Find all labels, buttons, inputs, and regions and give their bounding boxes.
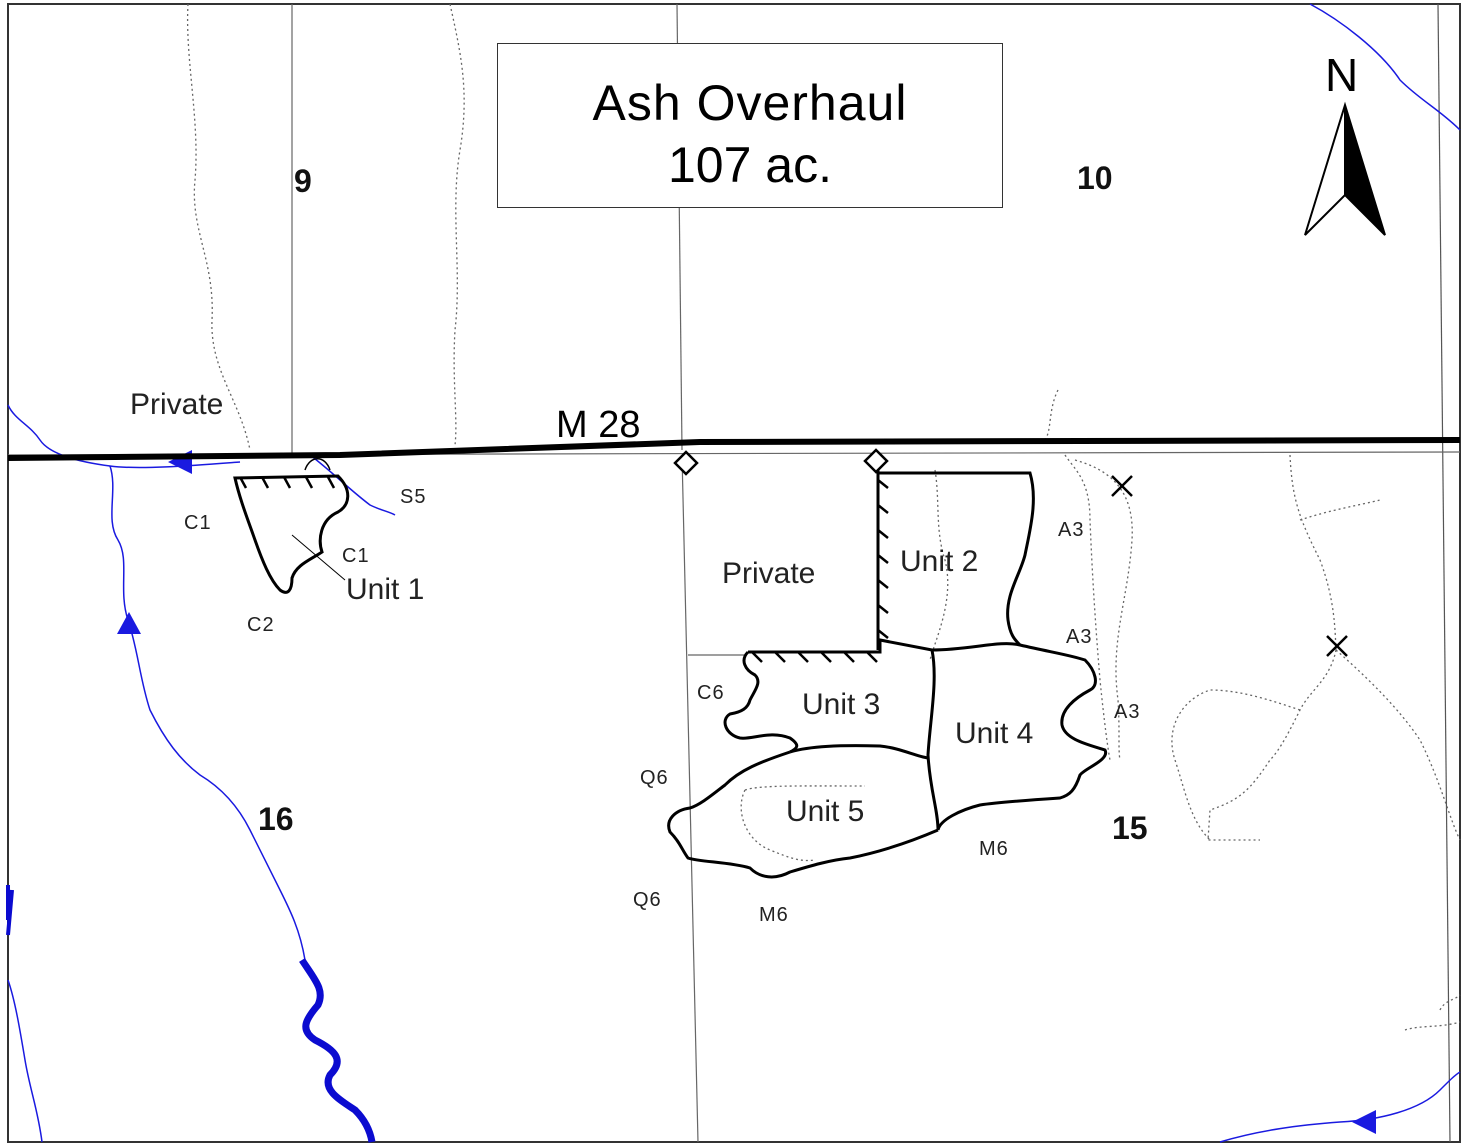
x-marker-icon: [1326, 635, 1348, 657]
river-edge: [6, 885, 14, 936]
code-label: M6: [759, 904, 789, 926]
x-marker-icon: [1111, 475, 1133, 497]
code-label: M6: [979, 838, 1009, 860]
unit-2-label: Unit 2: [900, 545, 979, 578]
road-m28: [7, 437, 1461, 461]
code-label: C1: [184, 512, 212, 534]
code-label: A3: [1066, 626, 1093, 648]
code-label: Q6: [640, 767, 669, 789]
code-label: Q6: [633, 889, 662, 911]
private-hatch: [877, 479, 889, 639]
junction-diamond-icon: [673, 450, 699, 476]
section-number: 15: [1112, 810, 1148, 846]
unit-3-hatch: [751, 651, 878, 663]
private-label: Private: [722, 557, 816, 590]
unit-4-label: Unit 4: [955, 717, 1034, 750]
section-number: 9: [294, 163, 312, 199]
river: [299, 958, 376, 1143]
code-label: C2: [247, 614, 275, 636]
unit-1-boundary: [233, 474, 350, 594]
unit-2-boundary: [878, 471, 1035, 647]
streams: [7, 3, 1461, 1143]
unit-3-west: [723, 650, 799, 754]
flow-arrow-icon: [117, 612, 141, 634]
section-number: 16: [258, 801, 294, 837]
unit-3-label: Unit 3: [802, 688, 881, 721]
code-label: S5: [400, 486, 427, 508]
trails: [186, 3, 1461, 1031]
unit-3-5-divider: [789, 744, 929, 760]
map-frame-right-inner: [1437, 3, 1451, 1143]
unit-1-label: Unit 1: [346, 573, 425, 606]
unit-3-4-divider: [926, 649, 940, 831]
map-title-box: Ash Overhaul 107 ac.: [497, 43, 1003, 208]
map-acreage: 107 ac.: [667, 137, 832, 193]
unit-1-knob: [304, 458, 331, 471]
code-label: C6: [697, 682, 725, 704]
map-title: Ash Overhaul: [592, 75, 908, 131]
north-arrow-icon: [1304, 101, 1386, 236]
unit-1-leader: [291, 534, 346, 581]
unit-5-boundary: [667, 750, 939, 879]
code-label: A3: [1114, 701, 1141, 723]
section-number: 10: [1077, 160, 1113, 196]
flow-arrow-icon: [1352, 1110, 1376, 1134]
private-label: Private: [130, 388, 224, 421]
junction-diamond-icon: [863, 448, 889, 474]
unit-1-hatch: [238, 476, 336, 489]
map-frame: [7, 3, 1461, 1143]
code-label: C1: [342, 545, 370, 567]
code-label: A3: [1058, 519, 1085, 541]
road-label: M 28: [556, 404, 641, 446]
unit-5-label: Unit 5: [786, 795, 865, 828]
north-arrow-letter: N: [1325, 49, 1359, 101]
unit-3-4-top: [748, 638, 1108, 831]
